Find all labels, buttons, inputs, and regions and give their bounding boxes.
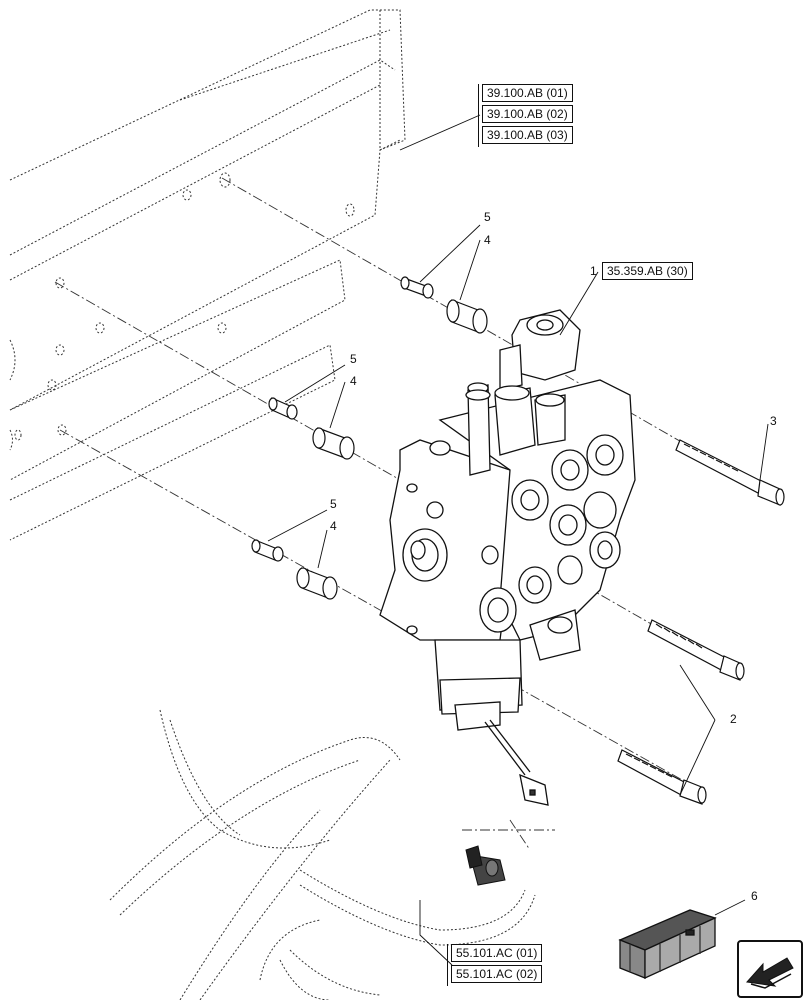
callout-3: 3	[770, 414, 777, 428]
valve-reference[interactable]: 35.359.AB (30)	[602, 262, 693, 280]
alignment-lines	[54, 177, 766, 851]
bolt-long-lower	[617, 749, 707, 805]
harness-outline	[109, 709, 536, 1000]
harness-connector	[465, 845, 506, 886]
leader-lines	[267, 114, 769, 966]
back-arrow-icon[interactable]	[737, 940, 803, 998]
frame-reference-group: 39.100.AB (01) 39.100.AB (02) 39.100.AB …	[478, 84, 573, 147]
frame-reference-1[interactable]: 39.100.AB (01)	[482, 84, 573, 102]
bolt-long-upper	[647, 619, 745, 681]
harness-reference-group: 55.101.AC (01) 55.101.AC (02)	[447, 944, 543, 986]
callout-1: 1	[590, 264, 597, 278]
spacer-middle	[312, 427, 355, 460]
bushing-middle	[268, 397, 298, 420]
harness-reference-1[interactable]: 55.101.AC (01)	[451, 944, 543, 962]
callout-4-top: 4	[484, 233, 491, 247]
bushing-parts	[251, 276, 434, 562]
bushing-bottom	[251, 539, 284, 562]
frame-reference-3[interactable]: 39.100.AB (03)	[482, 126, 573, 144]
kit-box-icon	[618, 909, 717, 980]
spacer-parts	[296, 299, 488, 600]
callout-5-bottom: 5	[330, 497, 337, 511]
chassis-frame-outline	[9, 9, 406, 541]
bolt-parts	[617, 439, 785, 805]
frame-reference-2[interactable]: 39.100.AB (02)	[482, 105, 573, 123]
back-arrow-glyph	[746, 957, 794, 989]
callout-5-top: 5	[484, 210, 491, 224]
spacer-top	[446, 299, 488, 334]
callout-4-bottom: 4	[330, 519, 337, 533]
callout-5-middle: 5	[350, 352, 357, 366]
spacer-bottom	[296, 567, 338, 600]
control-valve	[379, 309, 636, 731]
callout-4-middle: 4	[350, 374, 357, 388]
bushing-top	[400, 276, 434, 299]
bolt-short	[675, 439, 785, 506]
harness-reference-2[interactable]: 55.101.AC (02)	[451, 965, 543, 983]
callout-6: 6	[751, 889, 758, 903]
valve-cable	[484, 719, 549, 806]
callout-2: 2	[730, 712, 737, 726]
